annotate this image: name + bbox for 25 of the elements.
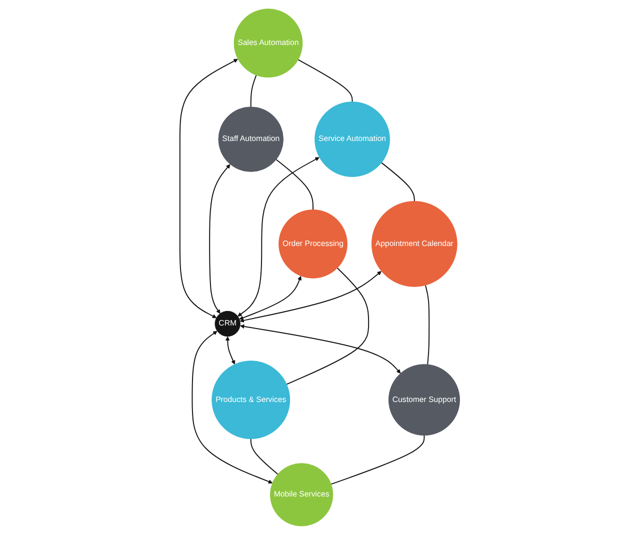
node-circle bbox=[270, 463, 334, 526]
node-circle bbox=[214, 310, 241, 337]
connector bbox=[330, 434, 425, 485]
connector bbox=[286, 268, 370, 385]
arrow bbox=[226, 336, 236, 365]
arrow bbox=[180, 58, 238, 318]
node-circle bbox=[372, 201, 458, 287]
arrow bbox=[209, 164, 230, 314]
node-circle bbox=[314, 102, 390, 177]
connector bbox=[250, 74, 257, 108]
node-circle bbox=[278, 210, 348, 278]
node-circle bbox=[234, 8, 303, 78]
connector bbox=[425, 284, 430, 366]
arrow bbox=[192, 330, 273, 484]
arrow bbox=[240, 324, 401, 374]
connector bbox=[298, 59, 353, 102]
arrow bbox=[239, 276, 302, 320]
connector bbox=[250, 438, 278, 475]
arrow bbox=[238, 157, 320, 317]
node-circle bbox=[218, 106, 284, 172]
arrow bbox=[240, 271, 382, 323]
connector bbox=[276, 159, 314, 210]
connector bbox=[381, 162, 416, 202]
node-circle bbox=[388, 364, 460, 436]
node-circle bbox=[212, 360, 290, 440]
